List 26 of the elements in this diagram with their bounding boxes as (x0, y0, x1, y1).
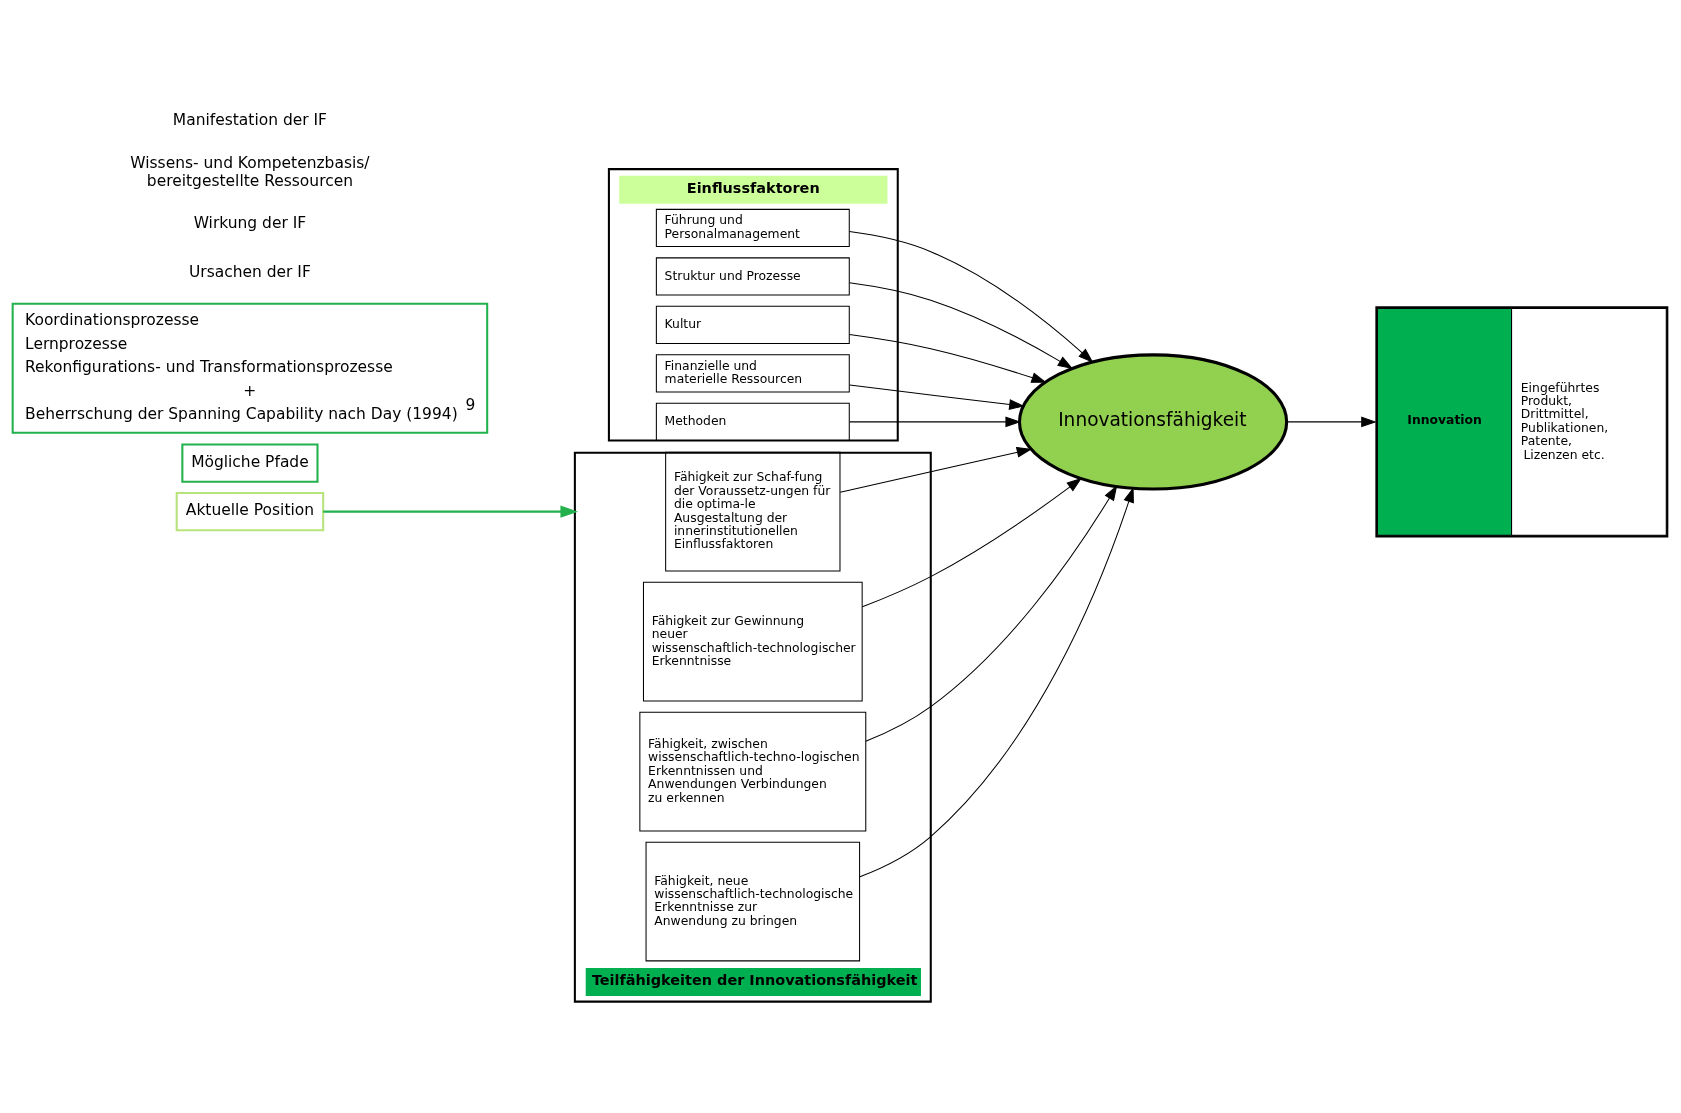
arrow (1286, 416, 1377, 428)
arrow (859, 487, 1134, 878)
node-box: Aktuelle Position (175, 492, 325, 532)
arrow (848, 231, 1094, 363)
arrow (323, 505, 578, 518)
node-box: Fähigkeit zur Schaf-fung der Voraussetz-ungen für die optima-le Ausgestaltung der innerinstitutionellen Einflussfaktoren (665, 451, 841, 572)
label: Ursachen der IF (189, 262, 311, 281)
node-box: Fähigkeit, neue wissenschaftlich-technologische Erkenntnisse zur Anwendung zu bringen (645, 841, 861, 962)
label: Manifestation der IF (172, 111, 327, 130)
arrow (848, 333, 1047, 383)
arrow (849, 416, 1021, 428)
node-box: Führung und Personalmanagement (655, 208, 850, 248)
node-box: Methoden (655, 402, 850, 441)
arrow (861, 477, 1083, 608)
node-box: Finanzielle und materielle Ressourcen (655, 354, 850, 393)
arrow (865, 485, 1118, 742)
label: Wirkung der IF (193, 214, 307, 233)
node-box: Kultur (655, 305, 850, 344)
arrow (848, 282, 1074, 370)
node-box: Struktur und Prozesse (655, 257, 850, 296)
arrow (849, 384, 1025, 410)
label: Wissens- und Kompetenzbasis/ bereitgestellte Ressourcen (130, 154, 370, 190)
node-box: Mögliche Pfade (181, 443, 319, 483)
arrow (839, 447, 1033, 493)
node-box: Fähigkeit, zwischen wissenschaftlich-techno-logischen Erkenntnissen und Anwendungen Verbindungen zu erkennen (639, 711, 867, 832)
node-box: Fähigkeit zur Gewinnung neuer wissenschaftlich-technologischer Erkenntnisse (642, 581, 863, 702)
